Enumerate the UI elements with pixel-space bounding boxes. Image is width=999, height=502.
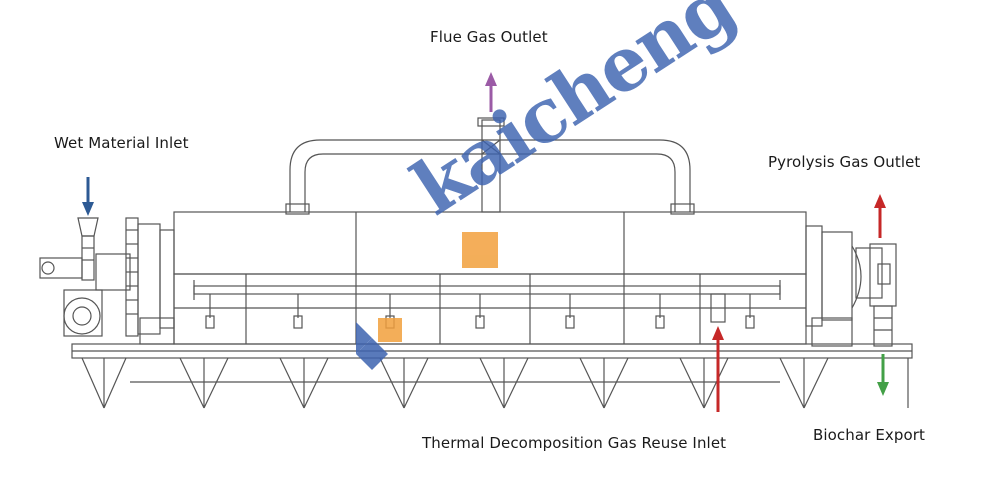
thermal-gas-reuse-inlet-label: Thermal Decomposition Gas Reuse Inlet [422,434,727,452]
pyrolysis-gas-arrow [874,194,886,238]
gas-manifold [193,280,781,329]
thermal-gas-reuse-arrow [712,326,724,412]
rotary-drum [173,211,807,345]
pyrolysis-gas-outlet-label: Pyrolysis Gas Outlet [768,153,921,171]
flue-gas-arrow [485,72,497,112]
flue-gas-outlet-label: Flue Gas Outlet [430,28,548,46]
discharge-end [805,225,897,347]
wet-material-inlet-label: Wet Material Inlet [54,134,189,152]
biochar-export-arrow [877,354,889,396]
biochar-export-label: Biochar Export [813,426,926,444]
feed-end [39,217,175,345]
flue-gas-pipe [285,117,695,215]
wet-material-inlet-arrow [82,177,94,216]
kaicheng-logo-mark [356,232,498,370]
base-frame [71,343,913,409]
